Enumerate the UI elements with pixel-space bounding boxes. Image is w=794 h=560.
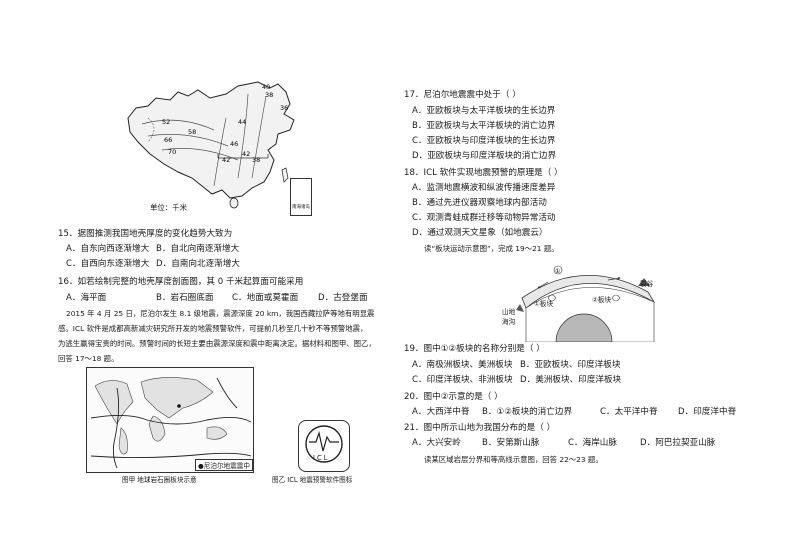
q21-option-a[interactable]: A．大兴安岭 (412, 438, 461, 448)
mountain-label: 山地 (502, 308, 516, 316)
passage-line: 为逃生赢得宝贵的时间。预警时间的长短主要由震源深度和震中距离决定。据材料和图甲、… (58, 339, 376, 348)
inset-box: 南海诸岛 (290, 178, 312, 216)
trench-label: 海沟 (502, 318, 516, 326)
q19-option-b[interactable]: B．亚欧板块、印度洋板块 (520, 360, 621, 370)
plate1-label: ①板块 (534, 300, 554, 308)
contour-label: 44 (238, 118, 246, 126)
q15-option-a[interactable]: A．自东向西逐渐增大 (66, 244, 150, 254)
icl-icon-text: I C L (313, 454, 328, 462)
q20-option-c[interactable]: C．太平洋中脊 (600, 407, 658, 417)
q16-option-d[interactable]: D．古登堡面 (318, 293, 368, 303)
inset-label: 南海诸岛 (292, 205, 310, 210)
fig-b-caption: 图乙 ICL 地震预警软件图标 (272, 476, 353, 484)
plate2-label: ②板块 (592, 296, 612, 304)
contour-label: 36 (280, 104, 288, 112)
q21-option-d[interactable]: D．阿巴拉契亚山脉 (640, 438, 716, 448)
contour-label: 42 (222, 156, 230, 164)
q15-option-d[interactable]: D．自南向北逐渐增大 (156, 259, 240, 269)
nepal-epicenter-marker (177, 404, 181, 408)
q19-stem: 19．图中①②板块的名称分别是（ ） (404, 344, 545, 354)
intro-22-23: 读某区域岩层分界和等高线示意图，回答 22～23 题。 (424, 455, 603, 464)
icl-app-icon: I C L (298, 420, 350, 472)
q19-option-a[interactable]: A．南极洲板块、美洲板块 (412, 360, 513, 370)
contour-label: 38 (265, 91, 273, 99)
rift-label: 裂谷 (640, 280, 654, 288)
q16-option-b[interactable]: B．岩石圈底面 (156, 293, 214, 303)
q19-option-d[interactable]: D．美洲板块、印度洋板块 (520, 375, 622, 385)
plate-map-figure: ●尼泊尔地震震中 (86, 367, 254, 473)
passage-line: 感。ICL 软件是成都高新减灾研究所开发的地震预警软件，可提前几秒至几十秒不等预… (58, 324, 368, 333)
q21-option-c[interactable]: C．海岸山脉 (568, 438, 617, 448)
contour-label: 52 (162, 118, 170, 126)
contour-label: 58 (188, 128, 196, 136)
q17-option-c[interactable]: C．亚欧板块与印度洋板块的生长边界 (412, 136, 556, 146)
q19-option-c[interactable]: C．印度洋板块、非洲板块 (412, 375, 513, 385)
contour-label: 42 (242, 150, 250, 158)
q17-option-d[interactable]: D．亚欧板块与印度洋板块的消亡边界 (412, 151, 557, 161)
q18-stem: 18．ICL 软件实现地震预警的原理是（ ） (404, 168, 563, 178)
q20-option-b[interactable]: B．①②板块的消亡边界 (482, 407, 573, 417)
q16-option-c[interactable]: C．地面或莫霍面 (232, 293, 299, 303)
q18-option-d[interactable]: D．通过观测天文星象（如地震云） (412, 228, 548, 238)
intro-19-21: 读“板块运动示意图”，完成 19～21 题。 (424, 244, 559, 253)
q21-option-b[interactable]: B．安第斯山脉 (482, 438, 540, 448)
contour-label: 40 (262, 83, 270, 91)
q18-option-c[interactable]: C．观测青蛙成群迁移等动物异常活动 (412, 213, 556, 223)
plate-motion-diagram: ① ①板块 ②板块 山地 海沟 裂谷 (502, 258, 658, 343)
passage-line: 2015 年 4 月 25 日，尼泊尔发生 8.1 级地震，震源深度 20 km… (66, 309, 375, 318)
contour-label: 66 (164, 136, 172, 144)
china-crust-map: 40 38 36 52 58 66 44 42 42 46 38 70 南海诸岛… (118, 78, 313, 218)
passage-line: 回答 17～18 题。 (58, 354, 119, 363)
q18-option-b[interactable]: B．通过先进仪器观察地球内部活动 (412, 198, 547, 208)
q15-stem: 15．据图推测我国地壳厚度的变化趋势大致为 (58, 229, 233, 239)
q20-stem: 20．图中②示意的是（ ） (404, 392, 503, 402)
q17-option-a[interactable]: A．亚欧板块与太平洋板块的生长边界 (412, 106, 556, 116)
q16-stem: 16．如若绘制完整的地壳厚度剖面图，其 0 千米起算面可能采用 (58, 277, 304, 287)
contour-label: 46 (230, 140, 238, 148)
epicenter-legend: ●尼泊尔地震震中 (195, 459, 253, 471)
contour-label: 70 (168, 148, 176, 156)
q21-stem: 21．图中所示山地为我国分布的是（ ） (404, 423, 556, 433)
epicenter-dot-icon: ● (198, 462, 204, 470)
q15-option-c[interactable]: C．自西向东逐渐增大 (66, 259, 150, 269)
fig-a-caption: 图甲 地球岩石圈板块示意 (122, 476, 197, 484)
q17-stem: 17．尼泊尔地震震中处于（ ） (404, 90, 521, 100)
circle-label-1: ① (555, 268, 560, 275)
contour-label: 38 (252, 156, 260, 164)
q16-option-a[interactable]: A．海平面 (66, 293, 107, 303)
q17-option-b[interactable]: B．亚欧板块与太平洋板块的消亡边界 (412, 121, 556, 131)
map-unit-label: 单位：千米 (150, 203, 187, 212)
q15-option-b[interactable]: B．自北向南逐渐增大 (156, 244, 240, 254)
q18-option-a[interactable]: A．监测地震横波和纵波传播速度差异 (412, 183, 556, 193)
q20-option-a[interactable]: A．大西洋中脊 (412, 407, 470, 417)
q20-option-d[interactable]: D．印度洋中脊 (678, 407, 737, 417)
